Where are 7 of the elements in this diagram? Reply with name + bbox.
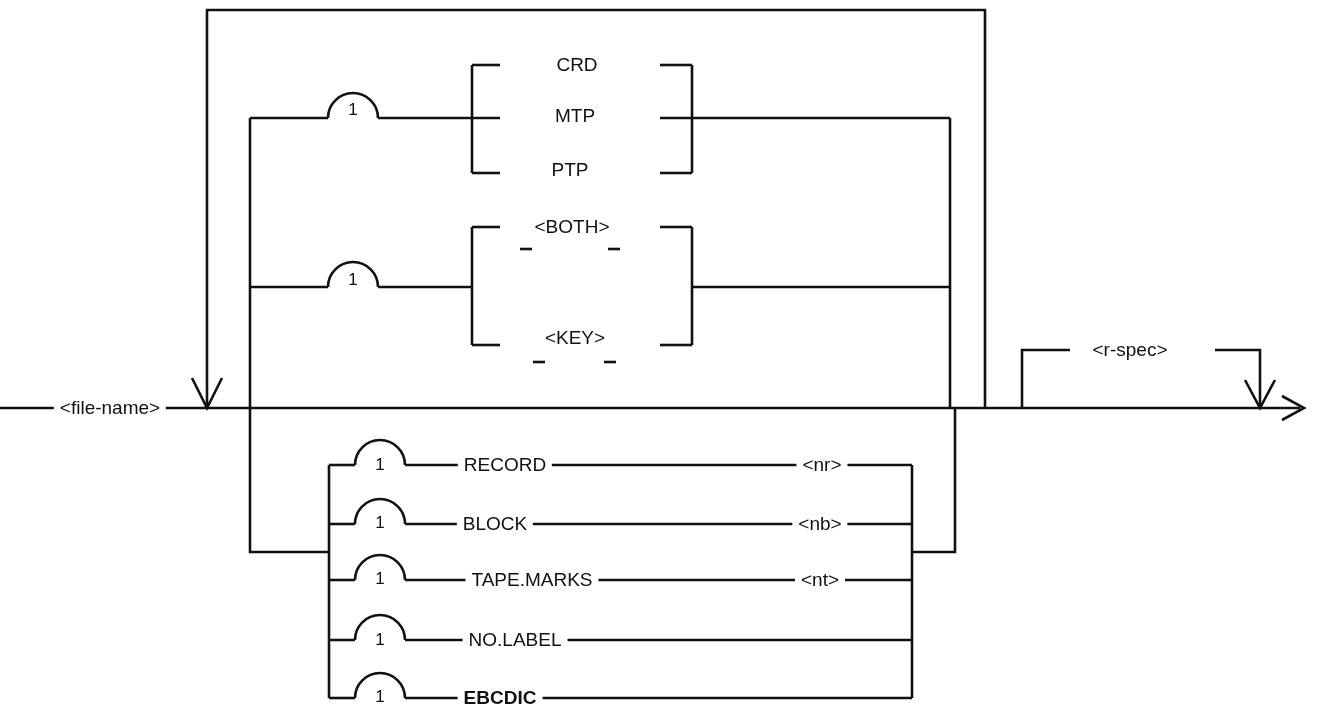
repeat-count: 1 xyxy=(375,455,385,475)
repeat-count: 1 xyxy=(375,687,385,707)
repeat-count: 1 xyxy=(375,513,385,533)
repeat-count: 1 xyxy=(375,569,385,589)
repeat-count: 1 xyxy=(348,270,358,290)
repeat-count: 1 xyxy=(375,630,385,650)
repeat-count: 1 xyxy=(348,100,358,120)
